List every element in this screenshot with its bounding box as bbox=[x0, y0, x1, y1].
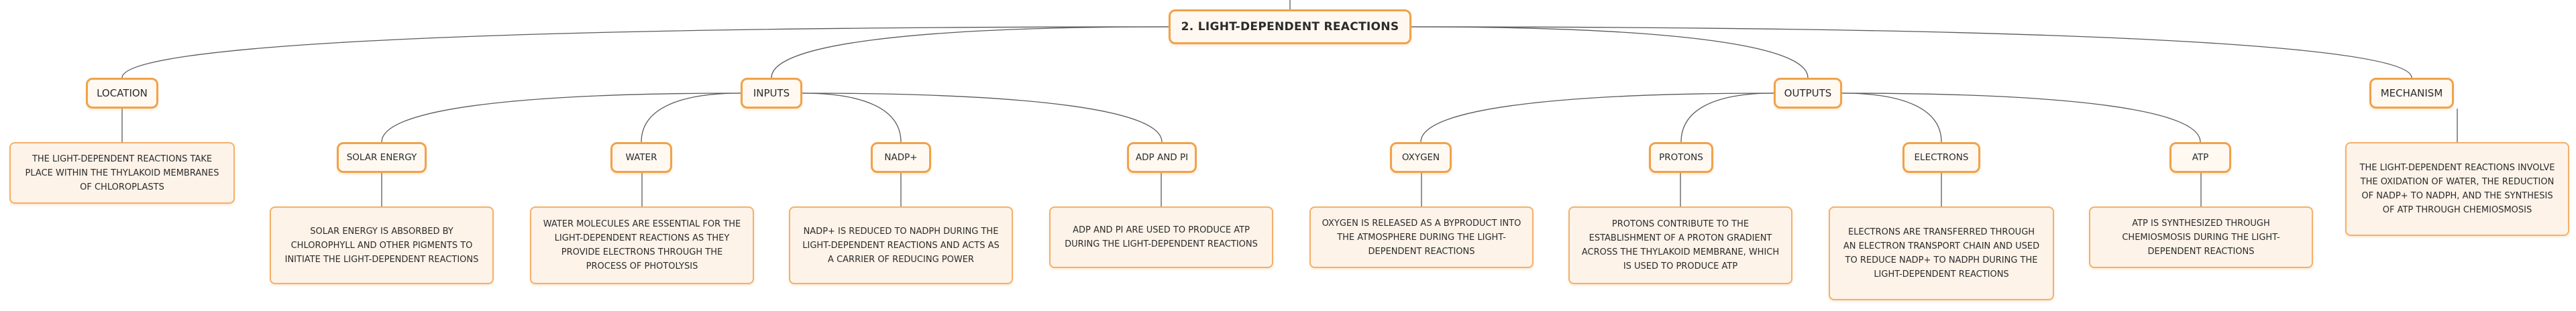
protons-node[interactable]: PROTONS bbox=[1649, 142, 1713, 173]
connector-inputs-adp bbox=[802, 92, 1163, 143]
root-node[interactable]: 2. LIGHT-DEPENDENT REACTIONS bbox=[1169, 9, 1411, 44]
inputs-node[interactable]: INPUTS bbox=[741, 78, 802, 109]
connector-root-location bbox=[121, 26, 1169, 78]
connector-inputs-water bbox=[641, 92, 741, 143]
connector-root-inputs bbox=[771, 26, 1169, 78]
connector-root-outputs bbox=[1411, 26, 1809, 78]
connector-inputs-solar bbox=[381, 92, 741, 143]
adp-pi-description: ADP AND PI ARE USED TO PRODUCE ATP DURIN… bbox=[1049, 206, 1273, 268]
connector-outputs-oxygen bbox=[1420, 92, 1774, 143]
electrons-description: ELECTRONS ARE TRANSFERRED THROUGH AN ELE… bbox=[1829, 206, 2054, 300]
electrons-node[interactable]: ELECTRONS bbox=[1902, 142, 1980, 173]
adp-pi-node[interactable]: ADP AND PI bbox=[1127, 142, 1197, 173]
water-description: WATER MOLECULES ARE ESSENTIAL FOR THE LI… bbox=[530, 206, 754, 284]
connector-outputs-atp bbox=[1841, 92, 2201, 143]
solar-energy-description: SOLAR ENERGY IS ABSORBED BY CHLOROPHYLL … bbox=[270, 206, 494, 284]
mechanism-description: THE LIGHT-DEPENDENT REACTIONS INVOLVE TH… bbox=[2345, 142, 2569, 236]
location-description: THE LIGHT-DEPENDENT REACTIONS TAKE PLACE… bbox=[9, 142, 235, 204]
oxygen-node[interactable]: OXYGEN bbox=[1390, 142, 1452, 173]
connector-root-mechanism bbox=[1411, 26, 2412, 78]
connector-outputs-electrons bbox=[1841, 92, 1942, 143]
solar-energy-node[interactable]: SOLAR ENERGY bbox=[337, 142, 427, 173]
connector-inputs-nadp bbox=[802, 92, 902, 143]
nadp-node[interactable]: NADP+ bbox=[871, 142, 931, 173]
mechanism-node[interactable]: MECHANISM bbox=[2369, 78, 2454, 109]
protons-description: PROTONS CONTRIBUTE TO THE ESTABLISHMENT … bbox=[1568, 206, 1792, 284]
nadp-description: NADP+ IS REDUCED TO NADPH DURING THE LIG… bbox=[789, 206, 1013, 284]
connector-outputs-protons bbox=[1680, 92, 1774, 143]
water-node[interactable]: WATER bbox=[610, 142, 672, 173]
oxygen-description: OXYGEN IS RELEASED AS A BYPRODUCT INTO T… bbox=[1309, 206, 1534, 268]
location-node[interactable]: LOCATION bbox=[86, 78, 158, 109]
atp-node[interactable]: ATP bbox=[2169, 142, 2231, 173]
atp-description: ATP IS SYNTHESIZED THROUGH CHEMIOSMOSIS … bbox=[2089, 206, 2313, 268]
outputs-node[interactable]: OUTPUTS bbox=[1774, 78, 1842, 109]
